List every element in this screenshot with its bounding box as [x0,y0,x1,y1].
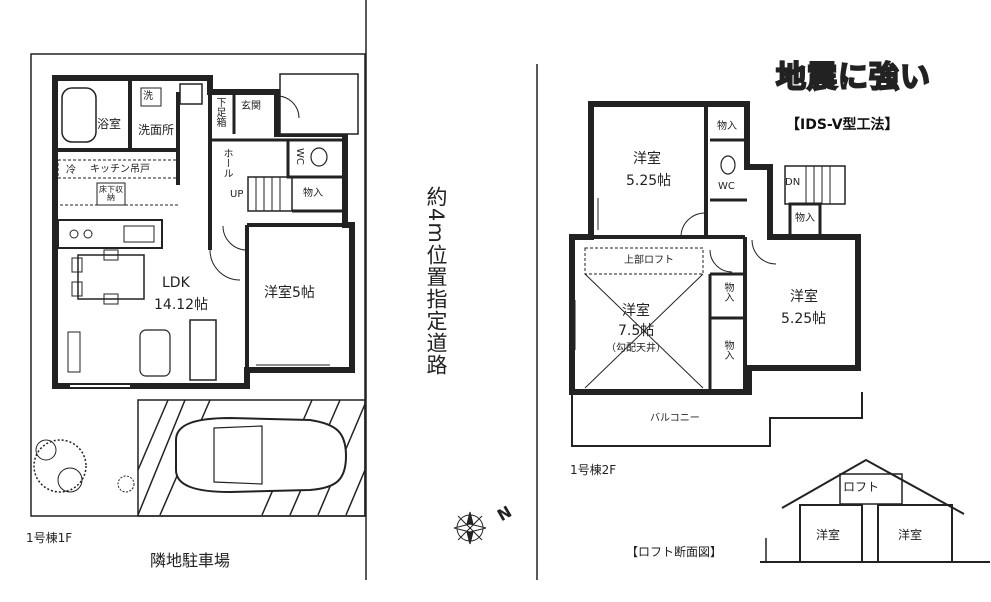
floor1-caption: 1号棟1F [26,531,73,545]
washroom-label: 洗面所 [138,123,175,137]
earthquake-resistant-title: 地震に強い [775,59,931,96]
western-b-label: 洋室 [622,303,650,319]
western-c-size-label: 5.25帖 [781,311,827,327]
section-room-left-label: 洋室 [816,528,841,542]
f2-storage-2-label: 物入 [795,213,815,224]
loft-above-label: 上部ロフト [624,255,674,266]
western-a-size-label: 5.25帖 [626,173,672,189]
f1-wc-label: WC [294,148,305,165]
western-b-size-label: 7.5帖 [618,323,655,339]
section-loft-label: ロフト [843,480,880,494]
fridge-label: 冷 [66,165,76,176]
neighbor-parking-label: 隣地駐車場 [150,551,231,570]
wash-small-label: 洗 [143,91,153,102]
section-room-right-label: 洋室 [898,528,923,542]
western-a-label: 洋室 [633,151,661,167]
f2-storage-1-label: 物入 [717,121,737,132]
f2-storage-4-label: 物入 [722,340,733,360]
floor1-plan [30,53,366,517]
section-caption: 【ロフト断面図】 [626,545,723,559]
f1-storage-label: 物入 [303,188,323,199]
ldk-size-label: 14.12帖 [154,297,209,313]
hall-label: ホール [221,148,232,178]
bath-label: 浴室 [97,117,122,131]
western-b-note-label: （勾配天井） [606,343,666,354]
f2-dn-label: DN [785,177,801,188]
f1-western-room-label: 洋室5帖 [264,285,315,301]
f2-wc-label: WC [718,181,735,192]
road-label: 約4m位置指定道路 [424,186,448,376]
construction-method-label: 【IDS-V型工法】 [786,117,899,133]
floor2-plan [569,101,863,447]
compass-icon [453,511,487,545]
western-c-label: 洋室 [790,289,818,305]
loft-section-diagram [760,458,990,563]
ldk-label: LDK [162,275,190,291]
shoe-box-label: 下足箱 [214,97,225,127]
f1-up-label: UP [230,189,244,200]
floor2-caption: 1号棟2F [570,463,617,477]
entrance-label: 玄関 [241,101,261,112]
f2-storage-3-label: 物入 [722,282,733,302]
kitchen-cabinet-label: キッチン吊戸 [90,164,150,175]
balcony-label: バルコニー [650,413,700,424]
floor-storage-label: 床下収納 [99,185,123,202]
